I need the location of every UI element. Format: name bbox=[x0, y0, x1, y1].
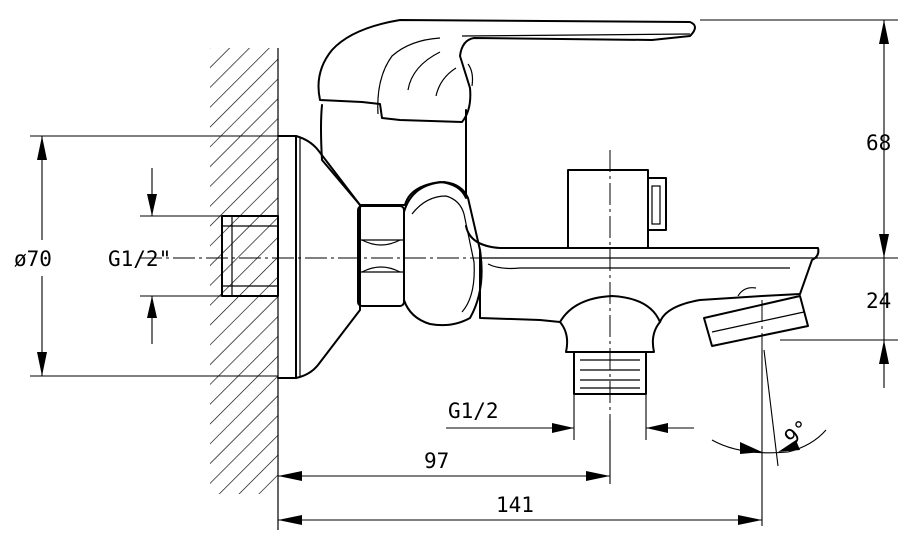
dim-label-axis-distance: 97 bbox=[424, 449, 449, 473]
dim-label-spout-height: 24 bbox=[866, 289, 891, 313]
spout-body bbox=[465, 225, 820, 323]
wall-section bbox=[210, 48, 279, 530]
dim-label-spout-angle: 9° bbox=[780, 415, 815, 450]
dim-label-outlet-thread: G1/2 bbox=[448, 399, 499, 423]
aerator bbox=[703, 287, 809, 347]
dim-label-total-length: 141 bbox=[496, 493, 534, 517]
connector-elbow bbox=[403, 181, 483, 327]
hex-nut bbox=[357, 205, 405, 307]
faucet-body bbox=[320, 104, 467, 206]
dim-label-inlet-thread: G1/2" bbox=[108, 247, 171, 271]
wall-flange bbox=[277, 135, 361, 379]
outlet-nipple bbox=[559, 321, 661, 395]
dim-inlet-thread: G1/2" bbox=[108, 168, 222, 344]
dim-label-diameter: ø70 bbox=[14, 247, 52, 271]
dim-axis-distance: 97 bbox=[278, 420, 611, 484]
inlet-pipe bbox=[221, 215, 279, 297]
lever-handle bbox=[317, 19, 696, 123]
dim-outlet-thread: G1/2 bbox=[446, 394, 694, 440]
dim-label-lever-height: 68 bbox=[866, 131, 891, 155]
diverter-knob bbox=[567, 169, 667, 249]
dim-spout-angle: 9° bbox=[711, 349, 827, 526]
dim-flange-diameter: ø70 bbox=[14, 135, 278, 377]
dim-heights: 68 24 bbox=[700, 19, 898, 388]
dim-total-length: 141 bbox=[278, 493, 762, 525]
